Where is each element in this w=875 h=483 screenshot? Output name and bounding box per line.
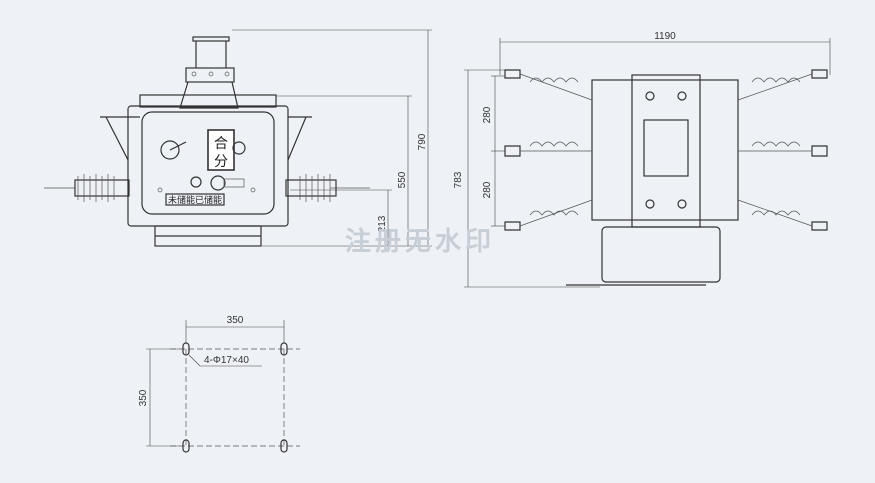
right-insulators <box>737 69 828 231</box>
side-cover <box>631 74 701 228</box>
right-bushing <box>285 174 337 202</box>
front-view: 合 分 未储能已储能 790 550 213 <box>44 29 432 247</box>
mount-hole-tl <box>182 342 190 356</box>
operation-panel <box>141 111 275 215</box>
mount-hole-br <box>280 439 288 453</box>
dim-213: 213 <box>377 215 388 232</box>
left-insulators <box>504 69 593 231</box>
base-plan: 350 350 4-Φ17×40 <box>138 315 300 453</box>
dim-783: 783 <box>453 171 464 188</box>
left-bushing <box>74 174 130 202</box>
top-bracket <box>192 36 230 42</box>
mount-hole-tr <box>280 342 288 356</box>
open-label: 分 <box>214 154 228 170</box>
manual-handle <box>160 140 180 160</box>
knob-center <box>210 175 226 191</box>
dim-550: 550 <box>397 171 408 188</box>
hole-spec-label: 4-Φ17×40 <box>204 355 249 366</box>
mechanism-box <box>601 226 721 283</box>
mount-hole-bl <box>182 439 190 453</box>
watermark-text: 注册无水印 <box>345 226 495 257</box>
dim-350-height: 350 <box>138 389 149 406</box>
dim-280-lower: 280 <box>482 181 493 198</box>
status-strip-label: 未储能已储能 <box>168 194 222 206</box>
knob-left <box>190 176 202 188</box>
dim-790: 790 <box>417 133 428 150</box>
dim-280-upper: 280 <box>482 106 493 123</box>
dim-350-width: 350 <box>227 315 244 326</box>
side-view: 1190 783 280 280 <box>453 31 831 288</box>
close-label: 合 <box>214 136 228 152</box>
close-open-indicator <box>207 129 235 171</box>
dim-1190: 1190 <box>654 31 676 42</box>
side-body <box>591 79 739 221</box>
